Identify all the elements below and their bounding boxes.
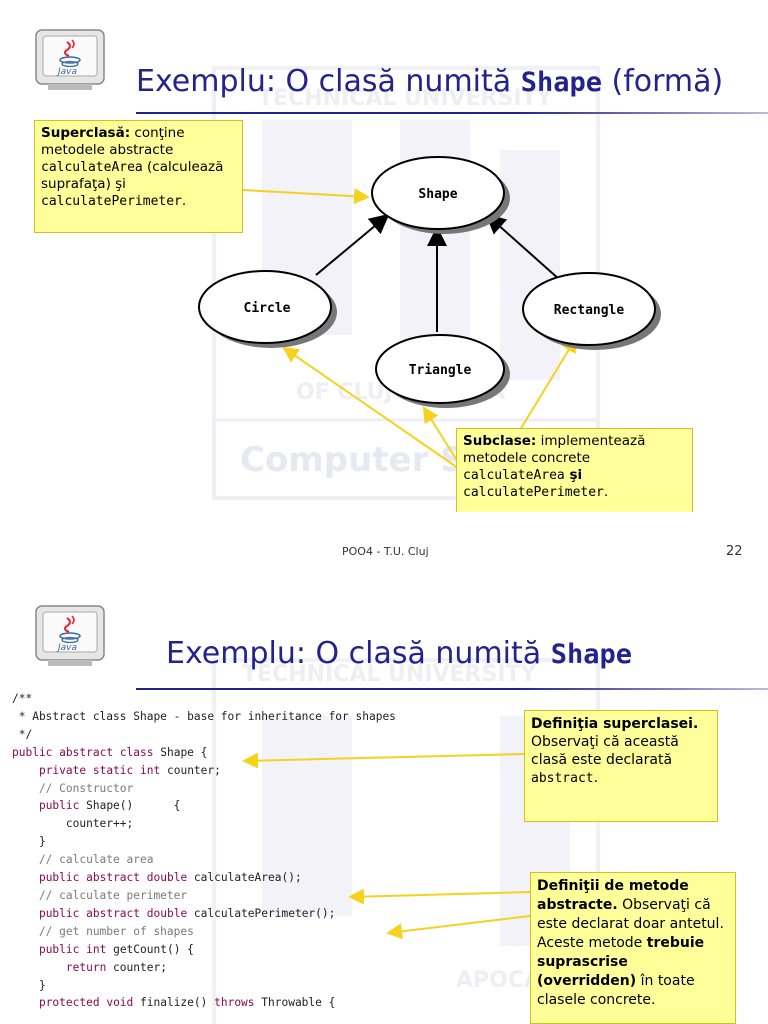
definition-note-text1: Observaţi că această clasă este declarat… xyxy=(531,734,679,768)
node-shape-label: Shape xyxy=(418,187,457,202)
code-line: private static int counter; xyxy=(38,763,221,777)
abstract-methods-note: Definiţii de metode abstracte. Observaţi… xyxy=(530,872,736,1024)
title-2-underline xyxy=(136,688,768,690)
code-line: } xyxy=(12,835,46,849)
superclass-note-text2: (calculează suprafaţa) şi xyxy=(41,159,224,192)
node-circle: Circle xyxy=(198,270,332,344)
subclass-note-text2: şi xyxy=(564,467,583,483)
node-triangle-label: Triangle xyxy=(409,363,472,378)
node-triangle: Triangle xyxy=(375,334,505,404)
slide-2: TECHNICAL UNIVERSITY APOCA Java Exemplu:… xyxy=(0,576,768,1024)
definition-note-text2: . xyxy=(593,770,599,786)
title-2-code: Shape xyxy=(550,639,632,670)
superclass-definition-note: Definiţia superclasei. Observaţi că acea… xyxy=(524,710,718,822)
inheritance-diagram: Shape Circle Triangle Rectangle xyxy=(198,156,661,469)
svg-text:Java: Java xyxy=(56,643,77,653)
pointer-rectangle xyxy=(519,336,578,431)
pointer-calculate-perimeter xyxy=(386,915,531,940)
subclass-note-code2: calculatePerimeter xyxy=(463,485,604,500)
edge-rectangle-shape xyxy=(485,213,561,281)
code-line: protected void finalize() throws Throwab… xyxy=(38,996,336,1010)
subclass-note-bold: Subclase: xyxy=(463,433,537,449)
pointer-triangle xyxy=(422,406,459,463)
superclass-note-text3: . xyxy=(181,193,187,209)
code-line: counter++; xyxy=(12,817,134,831)
watermark-university-text-2: TECHNICAL UNIVERSITY xyxy=(242,662,537,687)
code-line: public int getCount() { xyxy=(38,942,194,956)
code-pointers xyxy=(242,752,531,940)
pointer-superclass xyxy=(242,188,370,205)
shape-code-block: /** * Abstract class Shape - base for in… xyxy=(12,690,396,1012)
code-line: /** xyxy=(12,692,33,705)
slide-title: Exemplu: O clasă numită Shape (formă) xyxy=(136,64,723,99)
title-code: Shape xyxy=(520,67,602,98)
code-line: return counter; xyxy=(65,960,167,974)
java-logo-icon: Java xyxy=(35,605,105,666)
node-rectangle: Rectangle xyxy=(522,272,656,346)
node-rectangle-label: Rectangle xyxy=(554,303,625,318)
edge-circle-shape xyxy=(315,213,390,276)
methods-note-bold1: Definiţii de metode abstracte. xyxy=(537,878,689,913)
pointer-calculate-area xyxy=(348,888,531,905)
superclass-note-code1: calculateArea xyxy=(41,160,143,175)
subclass-note-code1: calculateArea xyxy=(463,468,565,483)
subclass-note-text1: implementează metodele concrete xyxy=(463,433,646,466)
node-shape: Shape xyxy=(371,156,505,230)
title-underline xyxy=(136,112,768,114)
slide-2-title: Exemplu: O clasă numită Shape xyxy=(166,636,632,671)
code-line: // calculate area xyxy=(12,853,154,867)
superclass-note-code2: calculatePerimeter xyxy=(41,194,182,209)
code-line: public Shape() { xyxy=(38,799,181,813)
subclass-note: Subclase: implementează metodele concret… xyxy=(456,428,693,512)
pointer-class-definition xyxy=(242,752,525,769)
code-line: public abstract double calculateArea(); xyxy=(38,871,302,885)
svg-text:Java: Java xyxy=(56,67,77,77)
code-line: */ xyxy=(12,727,33,741)
superclass-note: Superclasă: conţine metodele abstracte c… xyxy=(34,120,243,233)
code-line: public abstract double calculatePerimete… xyxy=(38,906,336,920)
methods-note-bold2: trebuie suprascrise (overridden) xyxy=(537,935,705,989)
definition-note-bold: Definiţia superclasei. xyxy=(531,716,699,732)
title-2-prefix: Exemplu: O clasă numită xyxy=(166,636,551,671)
definition-note-code1: abstract xyxy=(531,771,594,786)
title-prefix: Exemplu: O clasă numită xyxy=(136,64,521,99)
footer-page-number: 22 xyxy=(726,544,743,559)
subclass-note-text3: . xyxy=(603,484,609,500)
footer-course-label: POO4 - T.U. Cluj xyxy=(342,545,429,558)
watermark-city-text-2: APOCA xyxy=(456,968,542,993)
code-line: * Abstract class Shape - base for inheri… xyxy=(12,709,396,723)
code-line: public abstract class Shape { xyxy=(12,745,208,759)
title-suffix: (formă) xyxy=(601,64,724,99)
code-line: // calculate perimeter xyxy=(12,888,188,902)
superclass-note-bold: Superclasă: xyxy=(41,125,131,141)
methods-note-text1: Observaţi că este declarat doar antetul.… xyxy=(537,897,724,951)
methods-note-text2: în toate clasele concrete. xyxy=(537,973,695,1008)
slide-1: TECHNICAL UNIVERSITY OF CLUJ-NAPOCA Comp… xyxy=(34,29,768,512)
java-logo-icon: Java xyxy=(35,29,105,90)
code-line: } xyxy=(12,978,46,992)
node-circle-label: Circle xyxy=(244,301,291,316)
code-line: // get number of shapes xyxy=(12,924,194,938)
superclass-note-text1: conţine metodele abstracte xyxy=(41,125,185,158)
code-line: // Constructor xyxy=(12,781,134,795)
pointer-circle xyxy=(282,346,459,469)
watermark-university-text: TECHNICAL UNIVERSITY xyxy=(258,86,553,111)
